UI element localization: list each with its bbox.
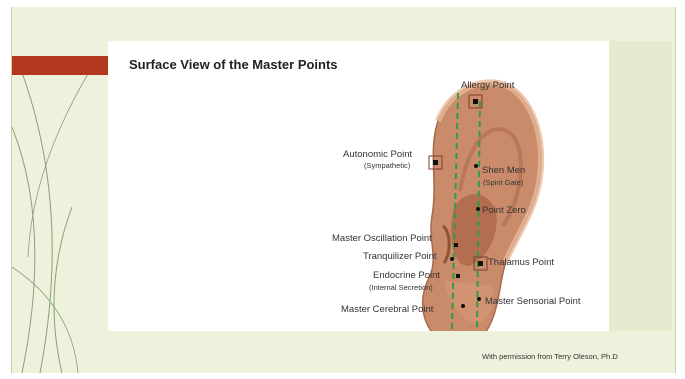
label-master-oscillation-point: Master Oscillation Point xyxy=(332,233,432,244)
ear-illustration xyxy=(108,41,609,331)
card-side-panel xyxy=(609,41,672,331)
label-tranquilizer-point: Tranquilizer Point xyxy=(363,251,437,262)
credit-text: With permission from Terry Oleson, Ph.D xyxy=(482,352,618,361)
label-autonomic-point: Autonomic Point xyxy=(343,149,412,160)
label-endocrine-point: Endocrine Point xyxy=(373,270,440,281)
label-allergy-point: Allergy Point xyxy=(461,80,514,91)
label-master-cerebral-point: Master Cerebral Point xyxy=(341,304,433,315)
label-thalamus-point: Thalamus Point xyxy=(488,257,554,268)
label-point-zero: Point Zero xyxy=(482,205,526,216)
page-top-margin xyxy=(0,0,685,7)
label-shen-men-sub: (Spirit Gate) xyxy=(483,178,523,187)
label-shen-men: Shen Men xyxy=(482,165,525,176)
label-autonomic-sub: (Sympathetic) xyxy=(364,161,410,170)
label-master-sensorial-point: Master Sensorial Point xyxy=(485,296,581,307)
label-endocrine-sub: (Internal Secretion) xyxy=(369,283,433,292)
title-banner xyxy=(12,56,109,75)
content-card: Surface View of the Master Points xyxy=(108,41,609,331)
slide: Surface View of the Master Points xyxy=(11,7,676,373)
